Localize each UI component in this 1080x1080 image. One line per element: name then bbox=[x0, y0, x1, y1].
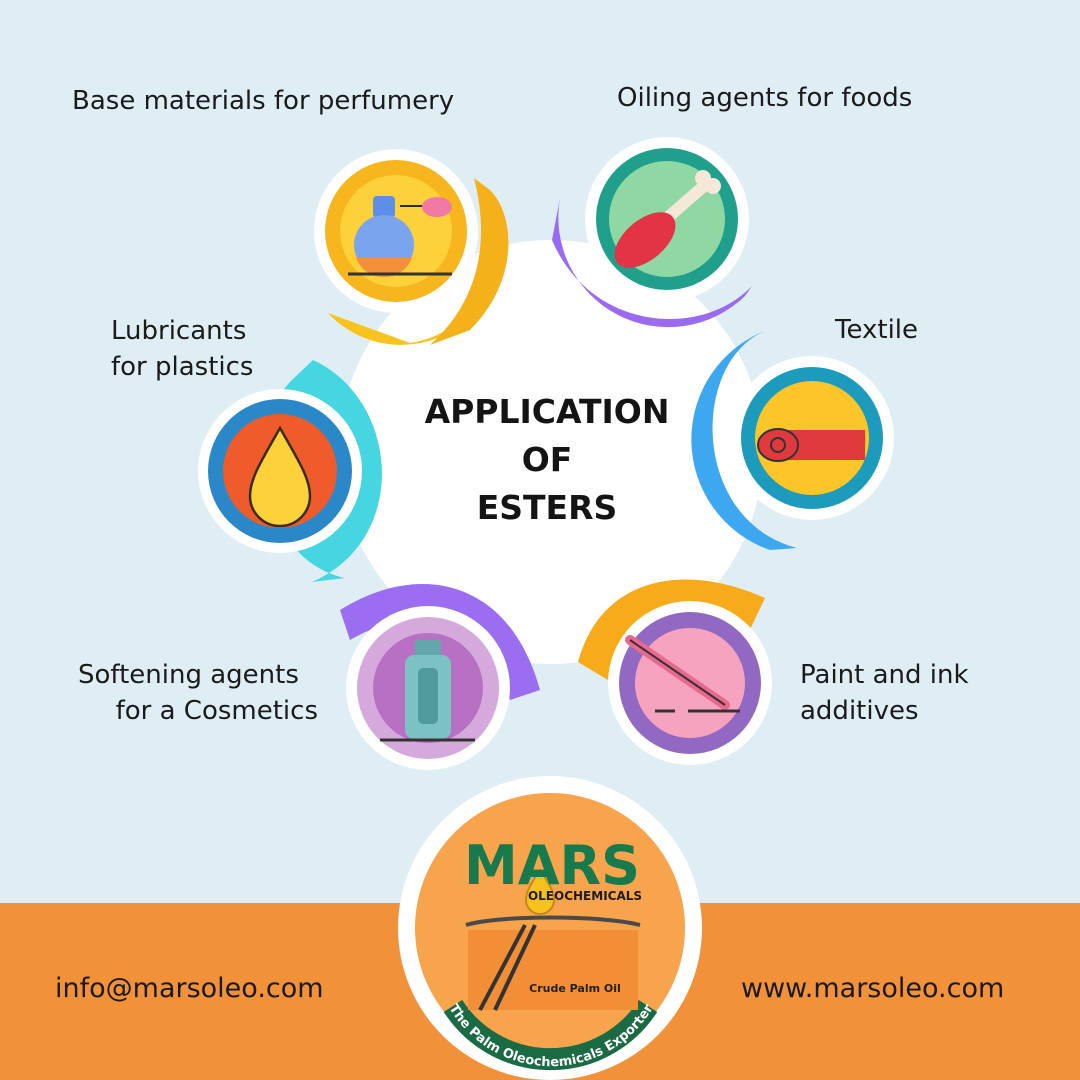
oil-drop-icon bbox=[198, 389, 362, 553]
arc-cosmetics bbox=[340, 584, 540, 700]
arc-paint bbox=[578, 579, 765, 680]
label-paint-line1: Paint and ink bbox=[800, 660, 969, 690]
mars-logo: MARS OLEOCHEMICALS Crude Palm Oil The Pa… bbox=[398, 776, 702, 1080]
perfume-bottle-icon bbox=[314, 149, 478, 313]
label-cosmetics-line2: for a Cosmetics bbox=[115, 696, 318, 726]
label-foods: Oiling agents for foods bbox=[617, 83, 913, 113]
logo-sub: OLEOCHEMICALS bbox=[528, 889, 642, 903]
title-line2: OF bbox=[521, 440, 573, 479]
fabric-roll-icon bbox=[730, 356, 894, 520]
label-cosmetics-line1: Softening agents bbox=[78, 660, 299, 690]
logo-tank-label: Crude Palm Oil bbox=[529, 982, 621, 995]
drumstick-icon bbox=[585, 137, 749, 301]
footer-website[interactable]: www.marsoleo.com bbox=[741, 973, 1005, 1004]
arc-perfumery-shade bbox=[430, 178, 509, 345]
label-perfumery: Base materials for perfumery bbox=[72, 86, 455, 116]
center-disc bbox=[339, 240, 763, 664]
label-plastics-line2: for plastics bbox=[111, 352, 254, 382]
title-line3: ESTERS bbox=[476, 488, 618, 527]
label-paint-line2: additives bbox=[800, 696, 919, 726]
label-plastics: Lubricants for plastics bbox=[111, 313, 253, 385]
label-cosmetics: Softening agents for a Cosmetics bbox=[78, 657, 318, 729]
label-plastics-line1: Lubricants bbox=[111, 316, 247, 346]
logo-brand: MARS bbox=[464, 834, 640, 897]
pen-icon bbox=[608, 601, 772, 765]
footer-email[interactable]: info@marsoleo.com bbox=[55, 973, 324, 1004]
arc-textile bbox=[691, 330, 797, 550]
label-paint: Paint and ink additives bbox=[800, 657, 969, 729]
label-textile: Textile bbox=[835, 315, 919, 345]
cosmetic-bottle-icon bbox=[346, 606, 510, 770]
center-title: APPLICATION OF ESTERS bbox=[392, 388, 702, 532]
title-line1: APPLICATION bbox=[424, 392, 670, 431]
